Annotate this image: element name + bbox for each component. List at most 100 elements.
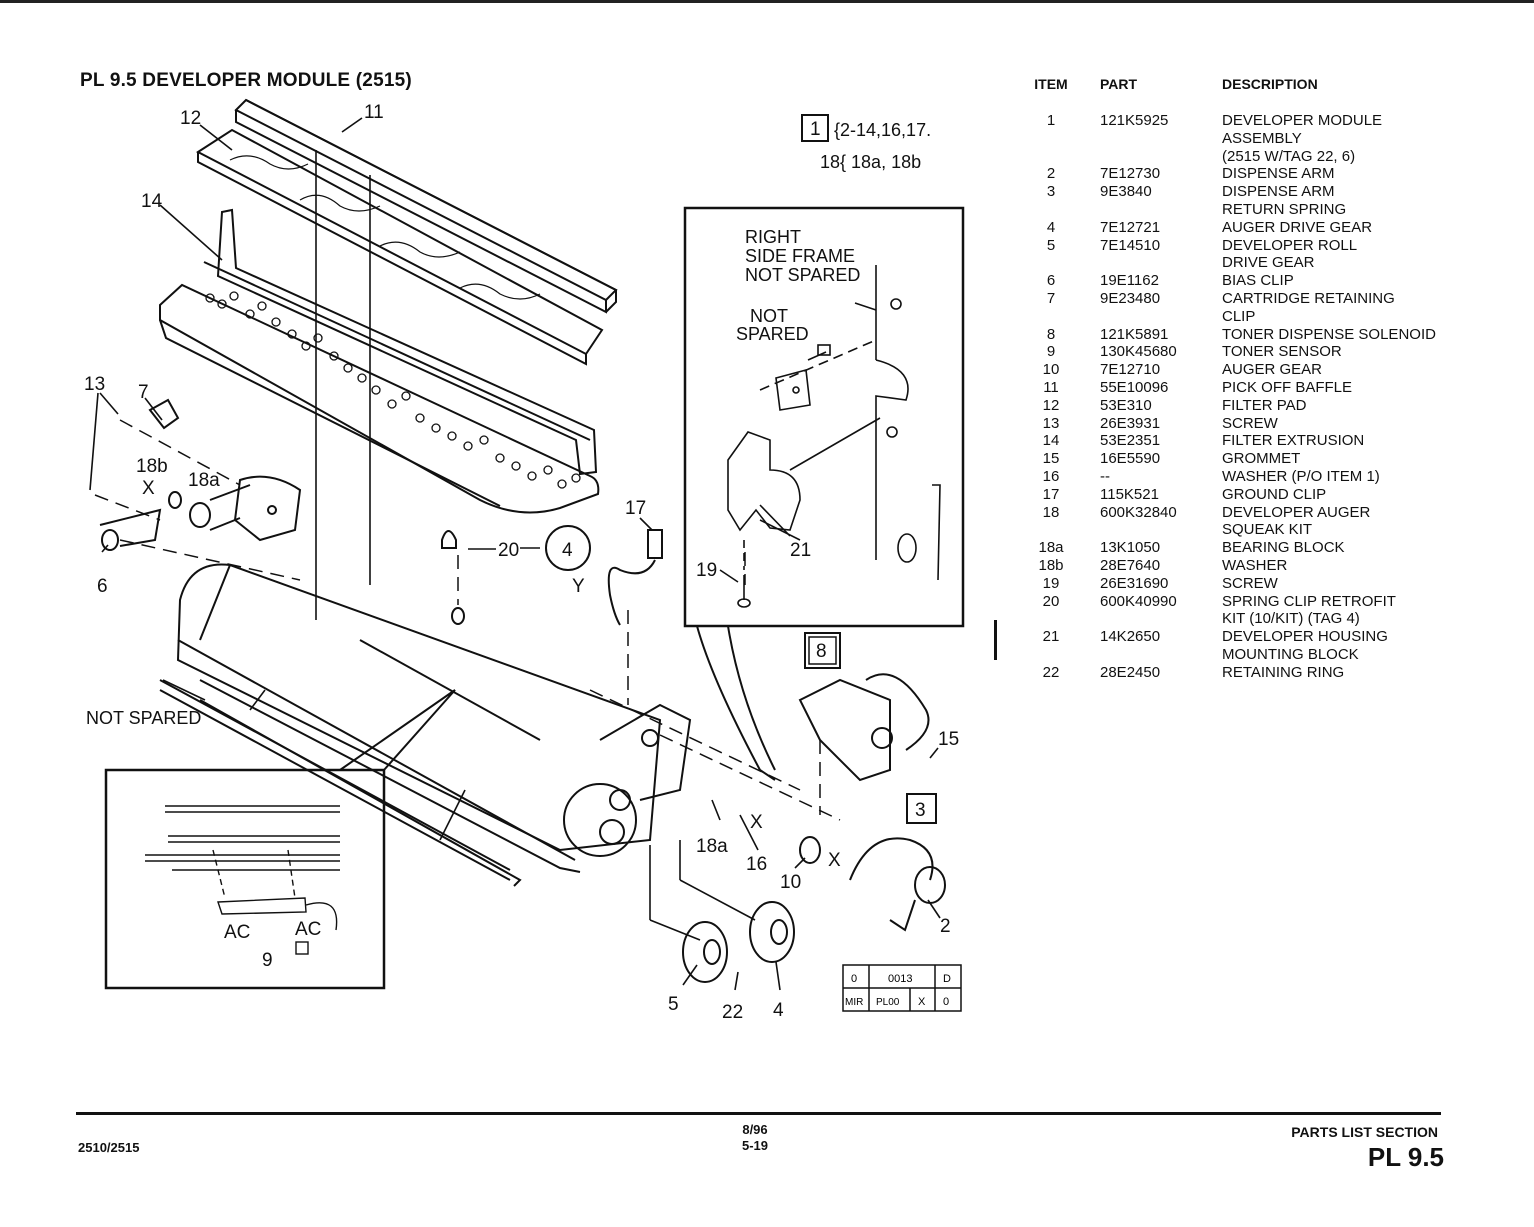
page-title: PL 9.5 DEVELOPER MODULE (2515) bbox=[80, 70, 412, 91]
row-part: 19E1162 bbox=[1100, 272, 1159, 290]
callout-3-tag: 3 bbox=[915, 800, 926, 821]
inset-label-side-frame: SIDE FRAME bbox=[745, 246, 855, 266]
sensor-inset-box bbox=[104, 768, 386, 990]
row-description: DISPENSE ARM RETURN SPRING bbox=[1222, 183, 1347, 218]
callout-22: 22 bbox=[722, 1002, 743, 1023]
callout-18a-top: 18a bbox=[188, 470, 220, 491]
row-description: DEVELOPER AUGER SQUEAK KIT bbox=[1222, 503, 1371, 539]
table-row: 1 121K5925 DEVELOPER MODULE ASSEMBLY (2515… bbox=[1022, 112, 1502, 165]
inset-frame-drawing bbox=[727, 265, 941, 608]
stamp-r2c3: X bbox=[918, 996, 926, 1008]
row-item: 10 bbox=[1042, 361, 1060, 379]
row-description: DEVELOPER ROLL DRIVE GEAR bbox=[1222, 236, 1358, 272]
callout-y: Y bbox=[572, 576, 585, 597]
table-row: 16--WASHER (P/O ITEM 1) bbox=[1022, 468, 1502, 486]
row-part: 121K5925 bbox=[1100, 112, 1169, 129]
row-item: 1 bbox=[1046, 112, 1056, 129]
table-row: 3 9E3840 DISPENSE ARM RETURN SPRING bbox=[1022, 183, 1502, 219]
tag-8-box-inner bbox=[808, 636, 837, 665]
revision-bar bbox=[994, 620, 997, 660]
kit-contents-line1: {2-14,16,17. bbox=[834, 120, 931, 140]
row-part: 16E5590 bbox=[1100, 450, 1161, 468]
stamp-r2c2: PL00 bbox=[876, 997, 900, 1008]
row-item: 17 bbox=[1042, 485, 1060, 503]
row-description: BEARING BLOCK bbox=[1222, 539, 1345, 557]
auger-drive-gear-drawing bbox=[749, 901, 795, 963]
row-description: SCREW bbox=[1222, 574, 1278, 592]
row-part: 7E12710 bbox=[1100, 361, 1161, 379]
row-part: 26E31690 bbox=[1100, 574, 1169, 592]
callout-14: 14 bbox=[141, 191, 163, 212]
callout-19: 19 bbox=[696, 560, 717, 581]
callout-21: 21 bbox=[790, 540, 811, 561]
callout-2: 2 bbox=[940, 916, 951, 937]
row-item: 21 bbox=[1042, 628, 1060, 646]
row-item: 8 bbox=[1046, 325, 1056, 343]
ground-clip-drawing bbox=[607, 529, 663, 626]
kit-contents-line2: 18{ 18a, 18b bbox=[820, 152, 921, 172]
inset-label-not-spared-frame: NOT SPARED bbox=[745, 265, 860, 285]
callout-10: 10 bbox=[780, 872, 801, 893]
exploded-parts-diagram: 12 11 14 13 7 18b 18a X 6 20 4 17 Y 19 2… bbox=[84, 98, 965, 1023]
row-description: WASHER bbox=[1222, 556, 1288, 574]
roll-drive-gear-drawing bbox=[682, 921, 728, 983]
row-item: 7 bbox=[1046, 289, 1056, 307]
row-description: WASHER (P/O ITEM 1) bbox=[1222, 467, 1380, 485]
row-description: TONER DISPENSE SOLENOID bbox=[1222, 325, 1436, 343]
perforated-tray-drawing bbox=[159, 283, 600, 514]
row-description: DEVELOPER MODULE ASSEMBLY (2515 W/TAG 22… bbox=[1222, 112, 1383, 165]
callout-1-kit: 1 bbox=[810, 119, 821, 140]
callout-8-tag: 8 bbox=[816, 641, 827, 662]
row-item: 13 bbox=[1042, 414, 1060, 432]
row-part: 600K32840 bbox=[1100, 503, 1177, 521]
row-description: DEVELOPER HOUSING MOUNTING BLOCK bbox=[1222, 628, 1388, 663]
leader-lines bbox=[89, 117, 941, 991]
kit-1-box bbox=[801, 114, 829, 142]
callout-18b: 18b bbox=[136, 456, 168, 477]
developer-housing-drawing bbox=[176, 563, 662, 887]
callout-17: 17 bbox=[625, 498, 646, 519]
left-end-parts-drawing bbox=[99, 398, 302, 551]
header-item: ITEM bbox=[1034, 76, 1068, 92]
row-description: AUGER GEAR bbox=[1222, 361, 1323, 379]
callout-9: 9 bbox=[262, 950, 273, 971]
row-item: 20 bbox=[1042, 592, 1060, 610]
inset-label-right: RIGHT bbox=[745, 227, 801, 247]
row-item: 11 bbox=[1043, 378, 1059, 396]
row-part: 13K1050 bbox=[1100, 539, 1161, 557]
row-item: 6 bbox=[1046, 272, 1056, 290]
sensor-inset-pointer bbox=[339, 689, 456, 771]
inset-label-spared: SPARED bbox=[736, 324, 809, 344]
perforation-holes bbox=[205, 291, 581, 489]
row-part: 600K40990 bbox=[1100, 592, 1177, 610]
callout-11: 11 bbox=[364, 102, 384, 123]
callout-ac-left: AC bbox=[224, 922, 250, 943]
inset-pointer-right bbox=[727, 625, 776, 771]
footer-page-number: 5-19 bbox=[741, 1138, 769, 1153]
row-description: SPRING CLIP RETROFIT KIT (10/KIT) (TAG 4… bbox=[1222, 592, 1396, 628]
row-item: 5 bbox=[1046, 236, 1056, 254]
row-item: 3 bbox=[1046, 183, 1056, 201]
row-item: 12 bbox=[1042, 396, 1060, 414]
tag-3-box bbox=[906, 793, 937, 824]
row-part: 9E3840 bbox=[1100, 183, 1152, 201]
footer-date: 8/96 bbox=[742, 1122, 768, 1137]
table-row: 20 600K40990 SPRING CLIP RETROFIT KIT (10/… bbox=[1022, 593, 1502, 629]
callout-5: 5 bbox=[668, 994, 679, 1015]
row-part: 28E2450 bbox=[1100, 663, 1161, 681]
parts-list-header: ITEM PART DESCRIPTION bbox=[1022, 76, 1502, 98]
stamp-r2c4: 0 bbox=[943, 996, 949, 1008]
tag-4-circle bbox=[545, 525, 591, 571]
inset-pointer-left bbox=[696, 625, 776, 781]
row-description: DISPENSE ARM bbox=[1222, 165, 1335, 183]
row-description: TONER SENSOR bbox=[1222, 343, 1342, 361]
row-item: 4 bbox=[1046, 218, 1056, 236]
stamp-r1c2: 0013 bbox=[888, 973, 912, 985]
